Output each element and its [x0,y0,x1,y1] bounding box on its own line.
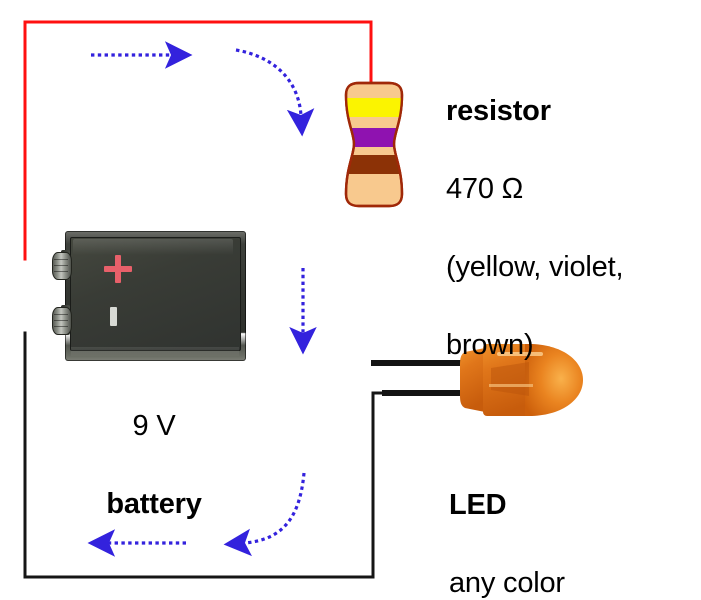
yellow-band [346,98,402,117]
led-body [460,344,583,416]
resistor-label-value: 470 Ω [446,172,524,205]
battery-positive-terminal [52,252,72,280]
resistor-body [344,81,404,208]
positive-wire [23,20,373,261]
led-inner-lead [489,384,533,387]
led-label: LED any color [449,446,565,600]
arrow-bottom-curve [223,472,306,557]
led-label-name: LED [449,488,507,521]
led-highlight [497,352,543,356]
resistor-label: resistor 470 Ω (yellow, violet, brown) [446,52,624,405]
battery-negative-terminal [52,307,72,335]
led-reflector [491,362,529,396]
resistor-label-name: resistor [446,94,551,127]
battery-label: 9 V battery [64,367,244,564]
battery-minus-symbol [110,307,117,326]
led-flange [460,348,485,412]
battery-label-name: battery [106,487,202,520]
battery-plus-symbol [104,255,132,283]
battery-label-voltage: 9 V [132,409,176,442]
resistor-label-colorcode-cont: brown) [446,329,534,362]
arrow-top-curve [235,48,315,137]
led-barrel [483,344,533,416]
battery-gloss [73,239,233,255]
battery-component [52,231,246,361]
brown-band [346,155,402,174]
resistor-component [337,81,411,208]
led-dome [525,344,583,416]
led-label-note: any color [449,566,565,599]
battery-bottom-sheen [71,347,239,356]
battery-face [70,237,241,351]
resistor-label-colorcode: (yellow, violet, [446,251,624,284]
violet-band [346,128,402,147]
led-component [455,338,590,422]
